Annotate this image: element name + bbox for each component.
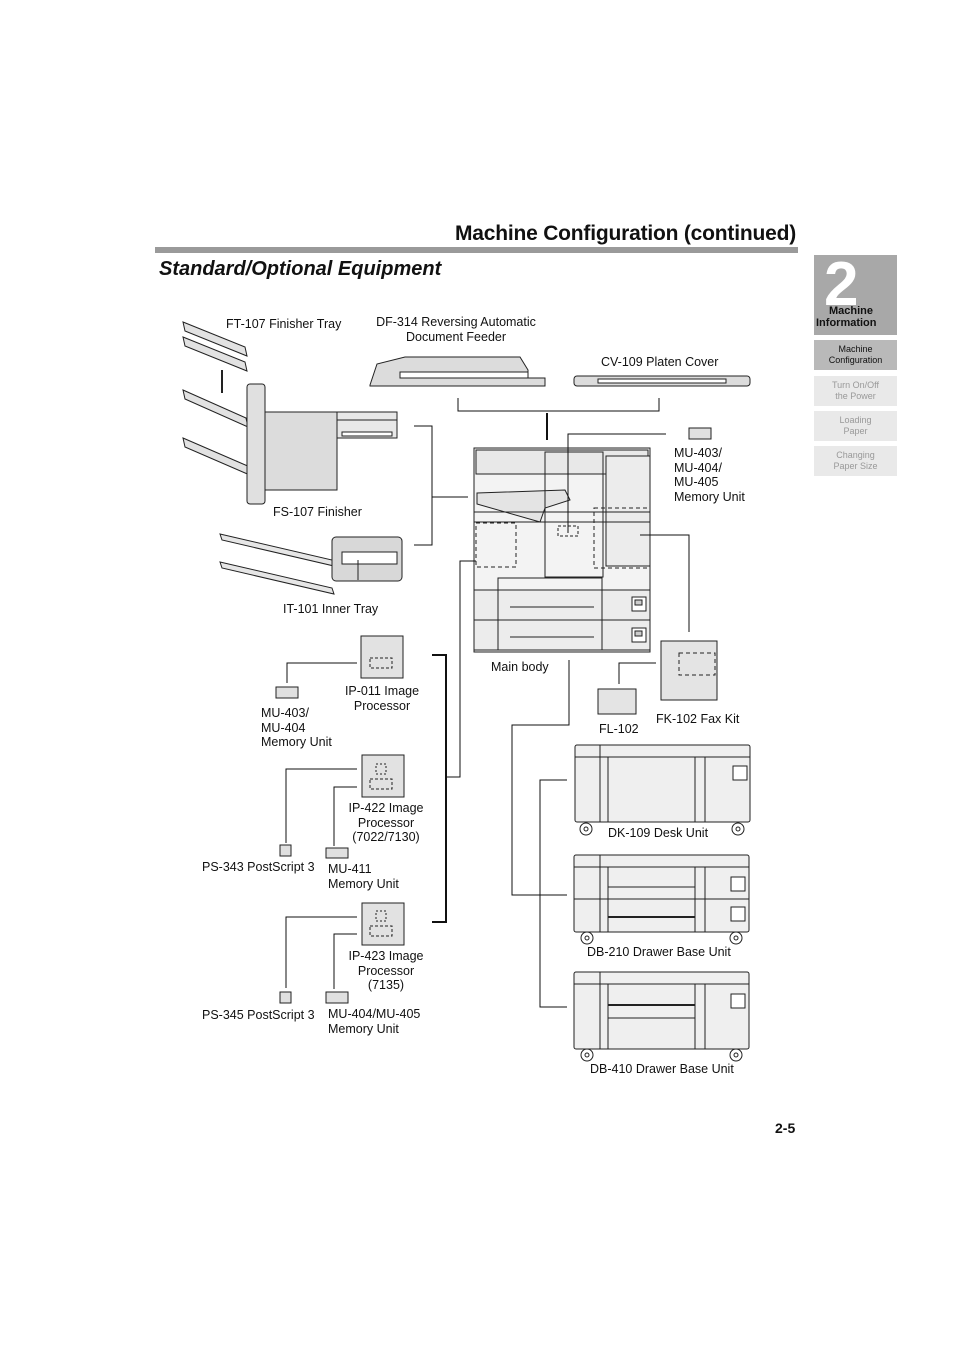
ip422-drawing [361, 754, 405, 798]
side-tab-turn-on-off[interactable]: Turn On/Off the Power [814, 376, 897, 406]
label-it101: IT-101 Inner Tray [283, 602, 379, 616]
fl102-drawing [597, 688, 637, 715]
label-ip423: IP-423 Image Processor (7135) [348, 949, 424, 992]
chapter-number: 2 [824, 250, 859, 319]
fk102-drawing [660, 640, 718, 701]
label-cv109: CV-109 Platen Cover [601, 355, 719, 369]
label-ip011: IP-011 Image Processor [344, 684, 420, 713]
label-fl102: FL-102 [599, 722, 639, 736]
ps345-drawing [279, 991, 292, 1004]
mu403-404-drawing [275, 686, 299, 699]
ip423-drawing [361, 902, 405, 946]
dk109-drawing [574, 744, 751, 836]
db210-drawing [573, 854, 750, 945]
label-mu403-404: MU-403/ MU-404 Memory Unit [261, 706, 332, 749]
label-fs107: FS-107 Finisher [273, 505, 362, 519]
title-rule [155, 247, 798, 253]
side-tab-machine-configuration[interactable]: Machine Configuration [814, 340, 897, 370]
ps343-drawing [279, 844, 292, 857]
side-tab-changing-paper-size[interactable]: Changing Paper Size [814, 446, 897, 476]
label-db410: DB-410 Drawer Base Unit [590, 1062, 734, 1076]
db410-drawing [573, 971, 750, 1062]
label-df314: DF-314 Reversing Automatic Document Feed… [376, 315, 536, 344]
chapter-name: Machine Information [816, 305, 877, 329]
label-db210: DB-210 Drawer Base Unit [587, 945, 731, 959]
label-ip422: IP-422 Image Processor (7022/7130) [348, 801, 424, 844]
cv109-drawing [573, 375, 751, 387]
mu403-405-drawing [688, 427, 712, 440]
chapter-tab[interactable]: 2 Machine Information [814, 250, 897, 335]
side-tab-loading-paper[interactable]: Loading Paper [814, 411, 897, 441]
fs107-drawing [182, 383, 398, 505]
page-number: 2-5 [775, 1120, 796, 1136]
ft107-drawing [182, 321, 248, 393]
it101-drawing [219, 533, 403, 595]
label-ps343: PS-343 PostScript 3 [202, 860, 315, 874]
section-title: Standard/Optional Equipment [159, 258, 442, 280]
label-fk102: FK-102 Fax Kit [656, 712, 740, 726]
ip011-drawing [360, 635, 404, 679]
label-mu403-405: MU-403/ MU-404/ MU-405 Memory Unit [674, 446, 745, 504]
mu411-drawing [325, 847, 349, 859]
page-title: Machine Configuration (continued) [454, 222, 796, 245]
df314-drawing [369, 356, 546, 387]
label-mu404-405: MU-404/MU-405 Memory Unit [328, 1007, 421, 1036]
label-ps345: PS-345 PostScript 3 [202, 1008, 315, 1022]
main-body-drawing [473, 447, 651, 653]
label-ft107: FT-107 Finisher Tray [226, 317, 342, 331]
label-mu411: MU-411 Memory Unit [328, 862, 399, 891]
label-dk109: DK-109 Desk Unit [608, 826, 709, 840]
connector-lines [285, 398, 690, 1008]
mu404-405-drawing [325, 991, 349, 1004]
label-main-body: Main body [491, 660, 549, 674]
